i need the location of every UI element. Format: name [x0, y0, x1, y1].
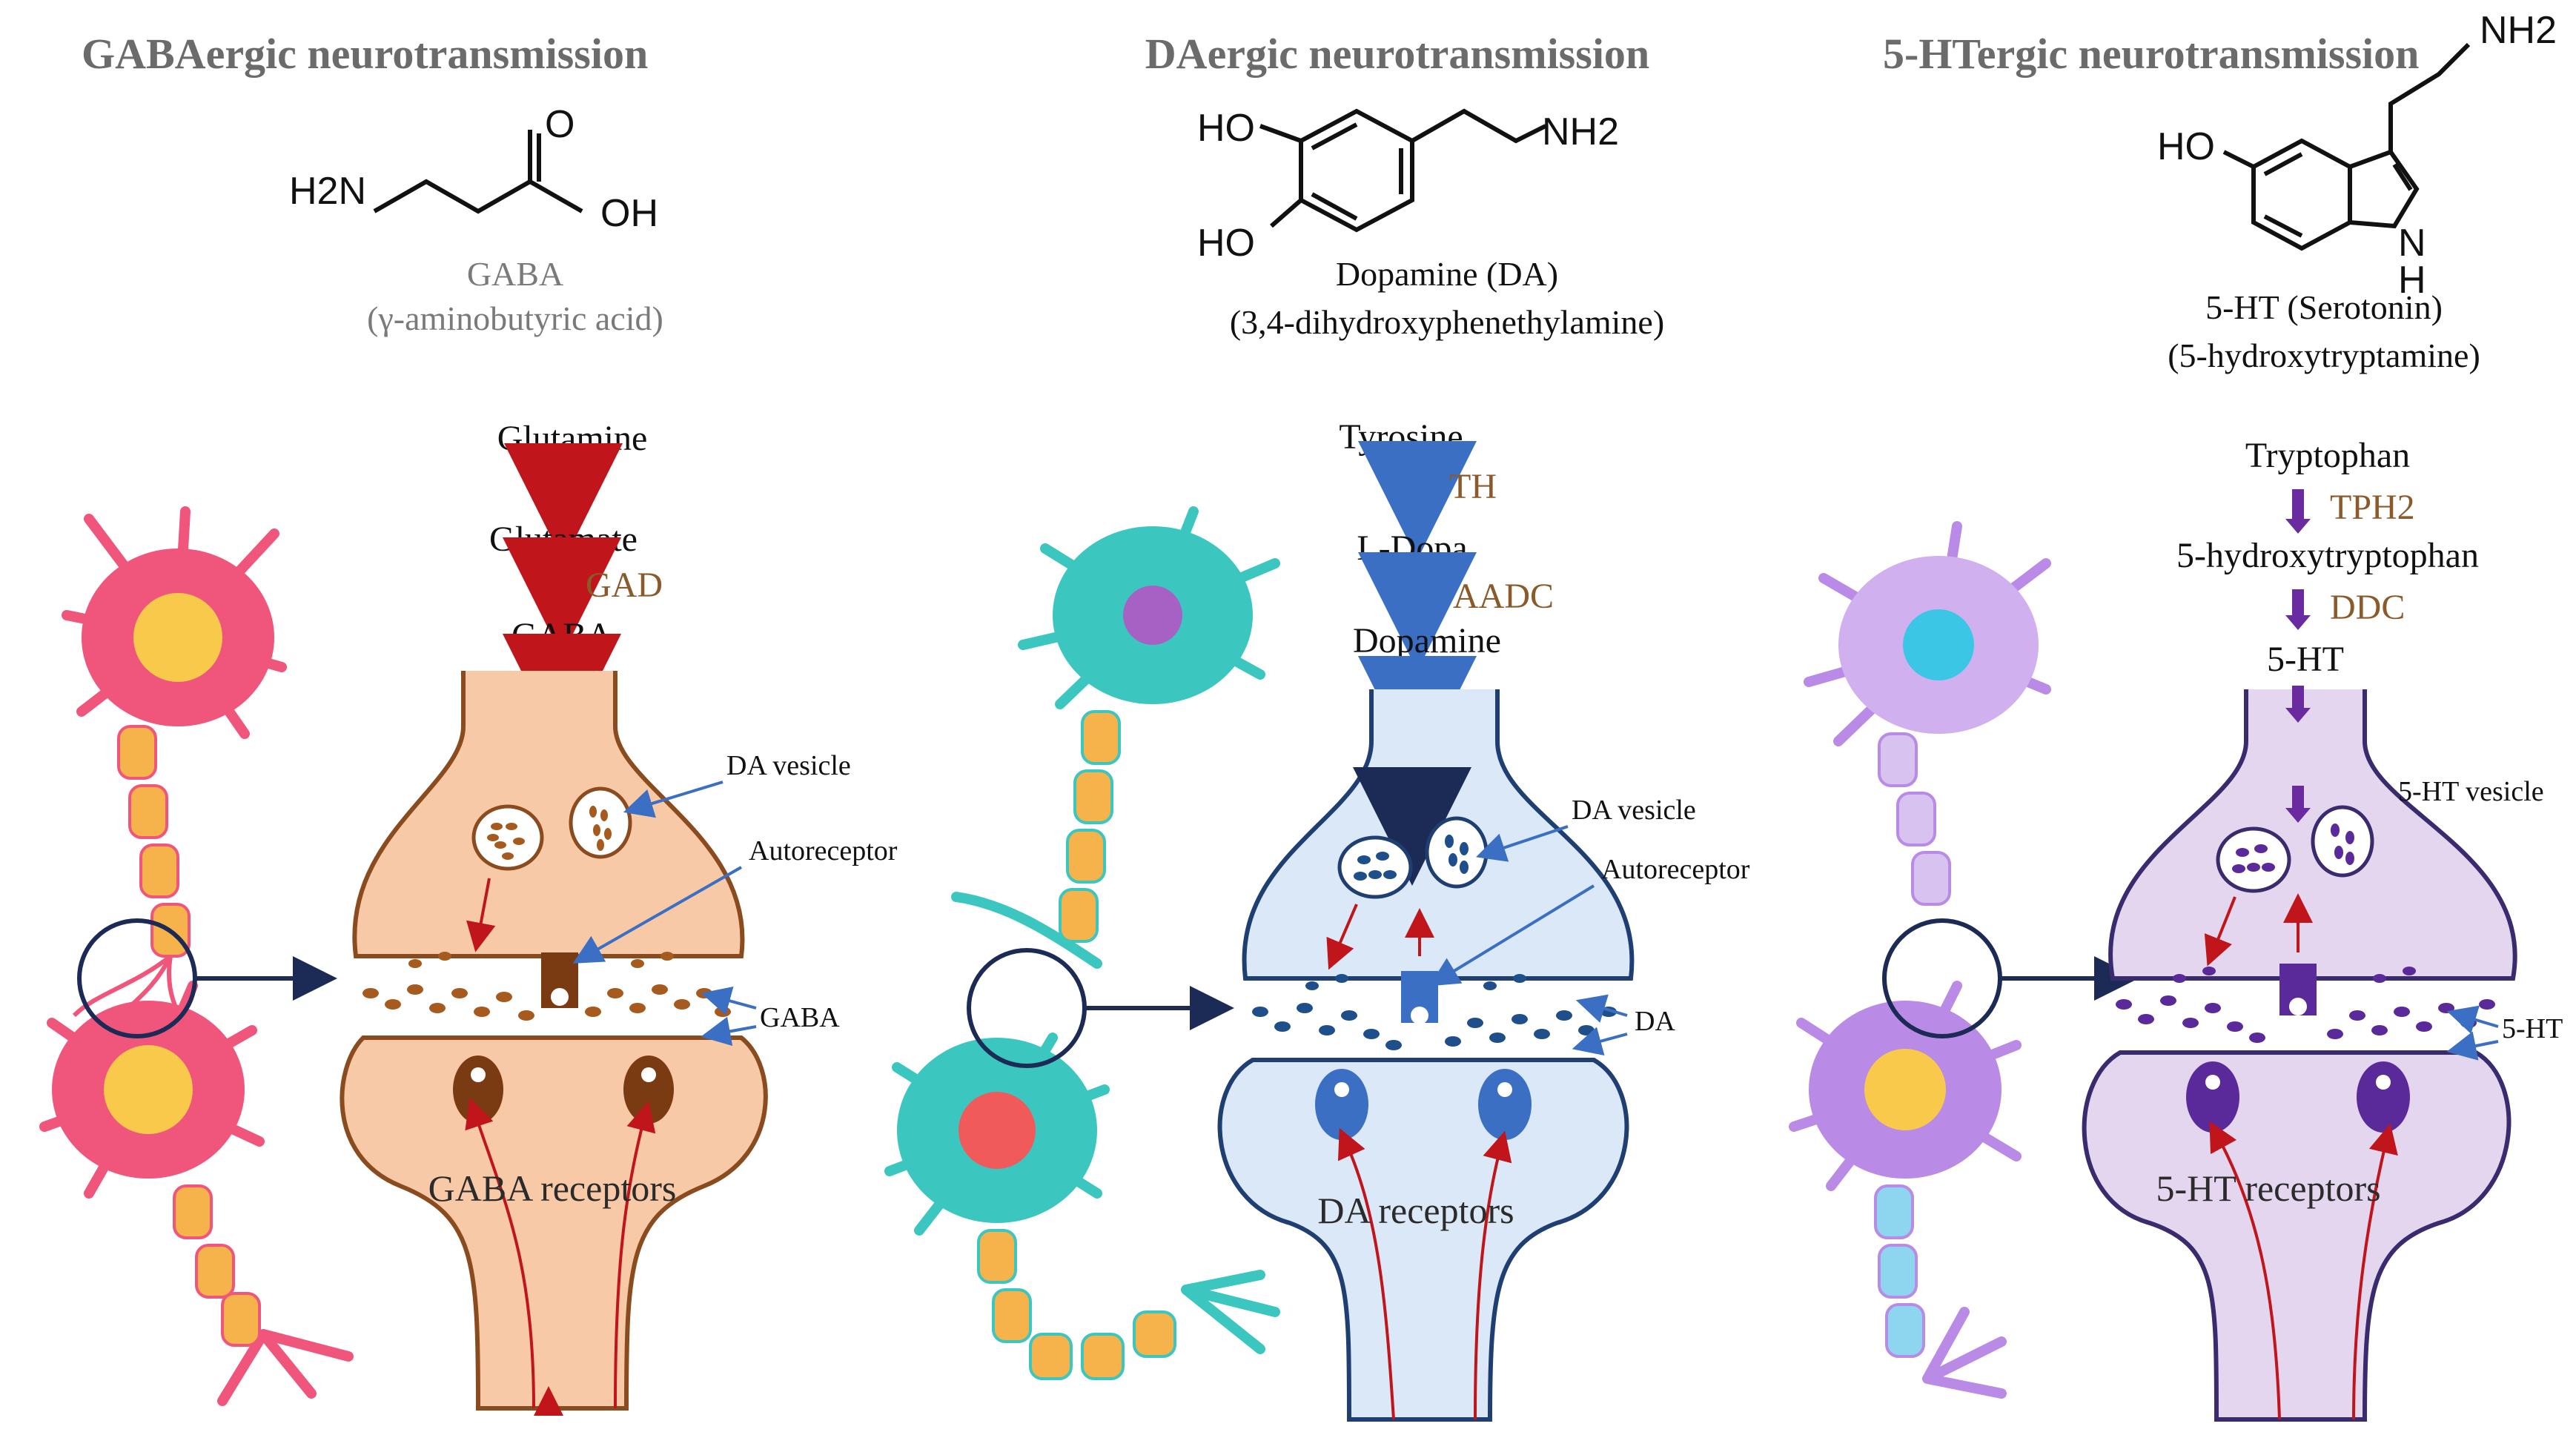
enzyme-label: TH [1449, 467, 1497, 506]
receptors-label: DA receptors [1317, 1190, 1514, 1231]
5ht-neuron-illustration [1789, 521, 2051, 1399]
vesicle-label: DA vesicle [726, 750, 851, 781]
transmitter-label: 5-HT [2502, 1013, 2563, 1044]
transmitter-pointer [1572, 1027, 1628, 1056]
panel-title: DAergic neurotransmission [1145, 30, 1649, 78]
enzyme-label: AADC [1453, 577, 1554, 616]
gaba-o-label: O [545, 103, 575, 146]
pathway-step: Glutamate [489, 520, 638, 559]
panel-5ht: 5-HTergic neurotransmission NH2 HO N H 5… [1789, 9, 2563, 1422]
pathway-step: Tyrosine [1339, 417, 1463, 457]
da-nh2-label: NH2 [1542, 110, 1619, 153]
da-ho-label: HO [1197, 107, 1255, 150]
gaba-nh2-label: H2N [289, 170, 366, 213]
transmitter-label: DA [1635, 1006, 1675, 1037]
pathway-step: GABA [511, 616, 612, 655]
enzyme-label: DDC [2330, 588, 2405, 627]
serotonin-ho-label: HO [2157, 125, 2215, 168]
serotonin-n-label: N [2398, 222, 2426, 265]
vesicle-label: 5-HT vesicle [2398, 776, 2544, 807]
da-name: Dopamine (DA) [1336, 255, 1558, 293]
dopamine-structure [1259, 108, 1547, 233]
da-ho-label: HO [1197, 222, 1255, 265]
panel-gaba: GABAergic neurotransmission H2N O OH GAB… [39, 30, 898, 1416]
vesicle-pointer [623, 781, 724, 818]
vesicle-pointer [1476, 825, 1569, 862]
serotonin-full-name: (5-hydroxytryptamine) [2168, 337, 2480, 374]
gaba-synapse [340, 671, 768, 1416]
pathway-arrowhead [2285, 808, 2311, 823]
gaba-full-name: (γ-aminobutyric acid) [367, 299, 663, 337]
gaba-structure [373, 130, 583, 214]
autoreceptor-label: Autoreceptor [749, 835, 898, 866]
serotonin-h-label: H [2398, 259, 2426, 302]
da-full-name: (3,4-dihydroxyphenethylamine) [1230, 303, 1664, 341]
transmitter-pointer [701, 1016, 757, 1047]
enzyme-label: GAD [586, 566, 663, 605]
transmitter-pointer [2446, 1005, 2499, 1034]
receptors-label: GABA receptors [428, 1167, 677, 1209]
autoreceptor-pointer [572, 866, 742, 964]
transmitter-pointer [701, 986, 757, 1015]
da-synapse [1217, 689, 1635, 1422]
panel-da: DAergic neurotransmission HO HO NH2 Dopa… [884, 30, 1750, 1422]
transmitter-pointer [1575, 994, 1628, 1023]
5ht-synapse [2082, 686, 2517, 1422]
serotonin-nh2-label: NH2 [2480, 9, 2557, 52]
serotonin-name: 5-HT (Serotonin) [2205, 288, 2443, 326]
pathway-step: 5-hydroxytryptophan [2176, 536, 2479, 575]
autoreceptor-label: Autoreceptor [1601, 854, 1750, 885]
serotonin-structure [2222, 42, 2471, 251]
gaba-name: GABA [467, 255, 563, 293]
pathway-step: 5-HT [2267, 640, 2344, 679]
transmitter-label: GABA [760, 1002, 840, 1033]
receptors-label: 5-HT receptors [2156, 1167, 2380, 1209]
pathway-arrowhead [2285, 708, 2311, 723]
panel-title: GABAergic neurotransmission [82, 30, 648, 78]
gaba-oh-label: OH [600, 192, 658, 235]
panel-title: 5-HTergic neurotransmission [1883, 30, 2419, 78]
pathway-step: L-Dopa [1357, 528, 1467, 568]
pathway-step: Tryptophan [2245, 436, 2410, 475]
transmitter-pointer [2446, 1031, 2499, 1061]
vesicle-label: DA vesicle [1572, 795, 1696, 826]
da-neuron-illustration [884, 506, 1280, 1380]
autoreceptor-pointer [1428, 884, 1595, 987]
enzyme-label: TPH2 [2330, 488, 2415, 527]
pathway-arrowhead [2285, 615, 2311, 630]
pathway-step: Glutamine [497, 419, 648, 458]
gaba-neuron-illustration [39, 506, 354, 1406]
pathway-step: Dopamine [1353, 621, 1501, 660]
pathway-arrowhead [2285, 519, 2311, 534]
